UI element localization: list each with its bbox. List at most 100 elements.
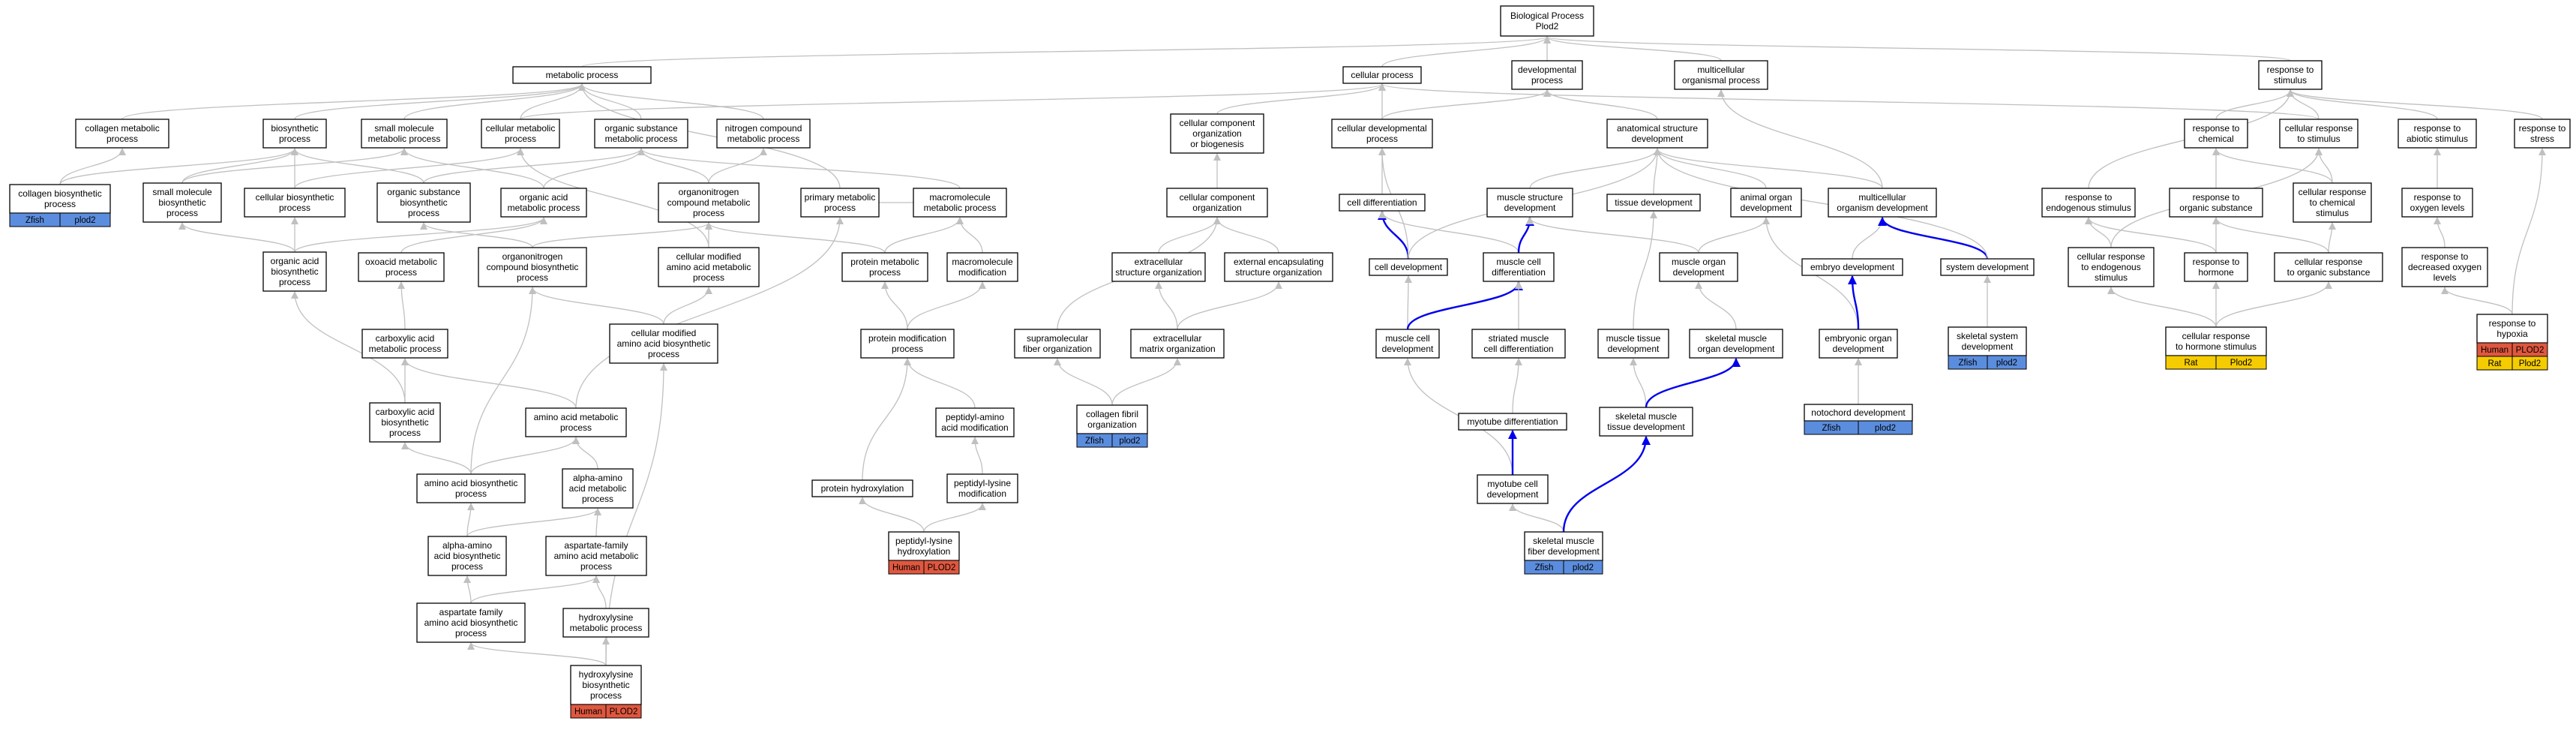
go-term-node[interactable]: protein hydroxylation (811, 479, 913, 497)
go-term-node[interactable]: tissue development (1606, 194, 1701, 212)
node-label-line: organic substance (604, 123, 678, 134)
node-label-line: acid metabolic (569, 483, 627, 494)
is-a-edge (881, 281, 908, 330)
is-a-edge (178, 222, 295, 253)
go-term-node[interactable]: cellular process (1342, 66, 1422, 84)
is-a-edge (592, 575, 607, 609)
go-term-node[interactable]: metabolic process (512, 66, 652, 84)
is-a-edge (2287, 89, 2438, 120)
node-label-line: compound metabolic (667, 197, 751, 208)
node-box (244, 188, 346, 218)
is-a-edge (1512, 358, 1522, 414)
node-label-line: aspartate family (439, 607, 503, 617)
go-term-node[interactable]: cell development (1369, 258, 1448, 276)
is-a-edge (397, 281, 406, 330)
go-term-node[interactable]: cell differentiation (1339, 194, 1426, 212)
is-a-edge (637, 148, 961, 189)
go-term-node[interactable]: system development (1940, 258, 2035, 276)
go-term-node[interactable]: myotube differentiation (1458, 413, 1567, 431)
go-term-node[interactable]: embryo development (1801, 258, 1903, 276)
node-label-line: supramolecular (1027, 333, 1088, 344)
node-label-line: development (1382, 344, 1434, 354)
